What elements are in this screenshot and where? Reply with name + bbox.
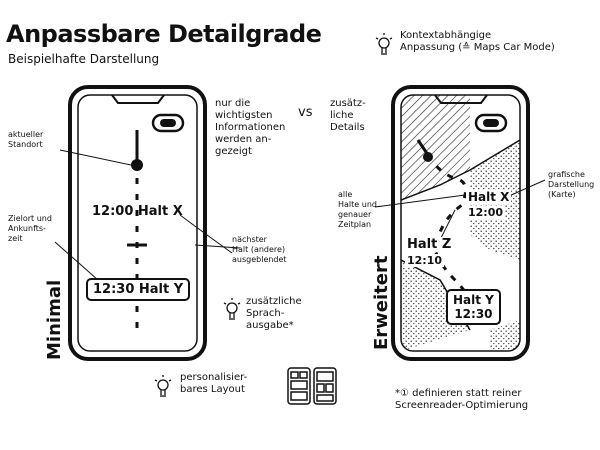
extended-stop-x-name: Halt X	[466, 190, 512, 204]
extended-stop-z-time: 12:10	[405, 254, 445, 267]
layout-grid-icon	[287, 367, 337, 405]
lightbulb-icon	[154, 375, 172, 397]
minimal-next-stop: 12:00 Halt X	[92, 204, 183, 219]
extended-label: Erweitert	[371, 255, 392, 350]
extended-stop-z-name: Halt Z	[405, 237, 454, 252]
voice-output-note: zusätzliche Sprach- ausgabe*	[246, 296, 302, 331]
personalizable-note: personalisier- bares Layout	[180, 372, 248, 395]
extra-details-note: zusätz- liche Details	[330, 98, 366, 133]
page-subtitle: Beispielhafte Darstellung	[8, 52, 160, 66]
page-title: Anpassbare Detailgrade	[6, 20, 322, 48]
camera-pill-icon	[151, 113, 185, 133]
lightbulb-icon	[375, 33, 393, 55]
minimal-phone	[68, 85, 207, 361]
extended-destination-box: Halt Y 12:30	[446, 289, 501, 325]
annot-map: grafische Darstellung (Karte)	[548, 170, 595, 199]
annot-next-stop: nächster Halt (andere) ausgeblendet	[232, 235, 287, 264]
extended-stop-y-name: Halt Y	[453, 293, 494, 307]
location-dot-icon	[131, 159, 143, 171]
extended-stop-y-time: 12:30	[454, 307, 493, 321]
extended-stop-x-time: 12:00	[466, 206, 506, 219]
lightbulb-icon	[223, 298, 241, 320]
context-note: Kontextabhängige Anpassung (≙ Maps Car M…	[400, 30, 555, 53]
annot-all-stops: alle Halte und genauer Zeitplan	[338, 190, 377, 229]
minimal-destination-box: 12:30 Halt Y	[86, 278, 191, 301]
only-important-note: nur die wichtigsten Informationen werden…	[215, 98, 286, 157]
vs-label: vs	[298, 105, 313, 120]
annot-current-location: aktueller Standort	[8, 130, 44, 149]
annot-destination: Zielort und Ankunfts- zeit	[8, 214, 52, 243]
minimal-label: Minimal	[44, 279, 65, 360]
footnote: *① definieren statt reiner Screenreader-…	[395, 388, 529, 411]
